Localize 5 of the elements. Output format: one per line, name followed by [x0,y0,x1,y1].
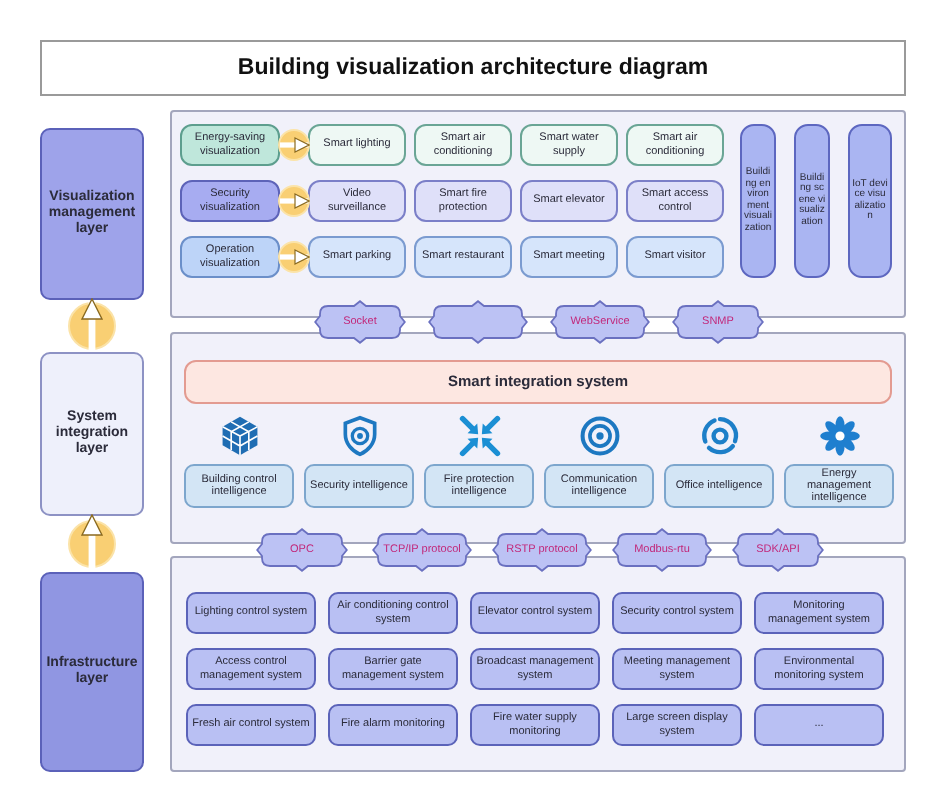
layer-panel [170,110,906,318]
protocol-tag [428,300,528,344]
layer-panel [170,332,906,544]
layer-panel [170,556,906,772]
title: Building visualization architecture diagram [40,40,906,96]
